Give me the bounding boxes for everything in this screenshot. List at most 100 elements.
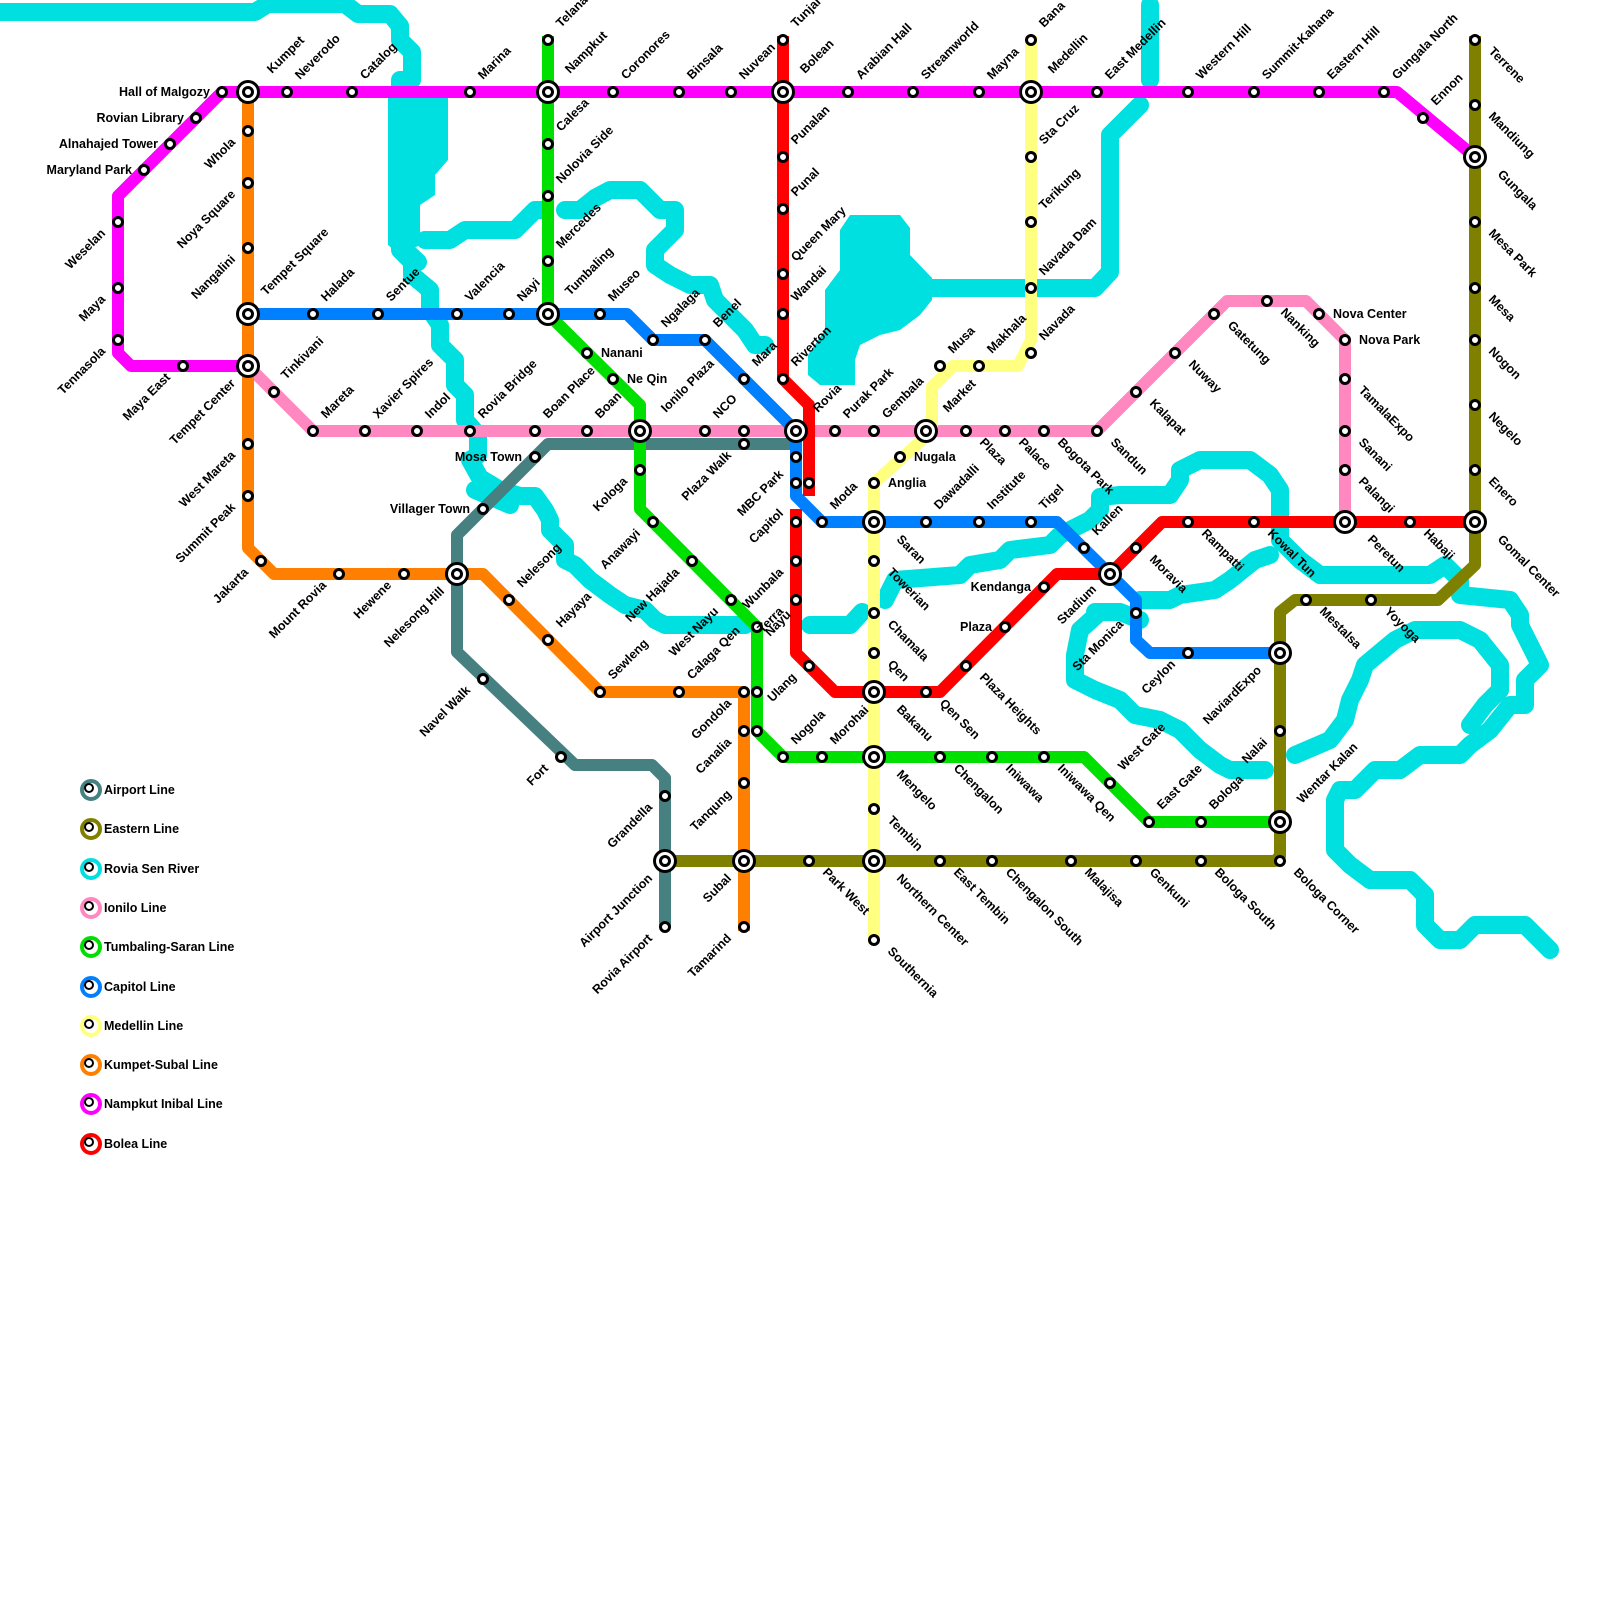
station-marker[interactable]: [268, 386, 280, 398]
station-marker[interactable]: [1025, 216, 1037, 228]
station-marker[interactable]: [999, 621, 1011, 633]
station-marker[interactable]: [960, 425, 972, 437]
interchange-station-marker[interactable]: [1268, 641, 1292, 665]
station-marker[interactable]: [738, 438, 750, 450]
station-marker[interactable]: [1195, 855, 1207, 867]
station-marker[interactable]: [751, 621, 763, 633]
station-marker[interactable]: [346, 86, 358, 98]
station-marker[interactable]: [1038, 751, 1050, 763]
station-marker[interactable]: [1143, 816, 1155, 828]
station-marker[interactable]: [372, 308, 384, 320]
station-marker[interactable]: [112, 216, 124, 228]
station-marker[interactable]: [790, 555, 802, 567]
station-marker[interactable]: [816, 751, 828, 763]
station-marker[interactable]: [1078, 542, 1090, 554]
station-marker[interactable]: [1182, 647, 1194, 659]
station-marker[interactable]: [242, 242, 254, 254]
station-marker[interactable]: [555, 751, 567, 763]
station-marker[interactable]: [1248, 516, 1260, 528]
station-marker[interactable]: [673, 86, 685, 98]
station-marker[interactable]: [986, 855, 998, 867]
station-marker[interactable]: [777, 373, 789, 385]
station-marker[interactable]: [790, 477, 802, 489]
station-marker[interactable]: [1404, 516, 1416, 528]
station-marker[interactable]: [581, 347, 593, 359]
station-marker[interactable]: [542, 190, 554, 202]
station-marker[interactable]: [307, 308, 319, 320]
station-marker[interactable]: [868, 647, 880, 659]
station-marker[interactable]: [842, 86, 854, 98]
station-marker[interactable]: [1248, 86, 1260, 98]
station-marker[interactable]: [1025, 151, 1037, 163]
station-marker[interactable]: [542, 255, 554, 267]
station-marker[interactable]: [1339, 464, 1351, 476]
station-marker[interactable]: [738, 373, 750, 385]
station-marker[interactable]: [1130, 542, 1142, 554]
station-marker[interactable]: [868, 803, 880, 815]
station-marker[interactable]: [790, 451, 802, 463]
station-marker[interactable]: [738, 777, 750, 789]
interchange-station-marker[interactable]: [771, 80, 795, 104]
station-marker[interactable]: [999, 425, 1011, 437]
interchange-station-marker[interactable]: [862, 510, 886, 534]
station-marker[interactable]: [1469, 99, 1481, 111]
station-marker[interactable]: [1469, 464, 1481, 476]
station-marker[interactable]: [177, 360, 189, 372]
station-marker[interactable]: [503, 308, 515, 320]
station-marker[interactable]: [673, 686, 685, 698]
station-marker[interactable]: [816, 516, 828, 528]
station-marker[interactable]: [477, 503, 489, 515]
interchange-station-marker[interactable]: [236, 302, 260, 326]
station-marker[interactable]: [503, 594, 515, 606]
station-marker[interactable]: [973, 516, 985, 528]
station-marker[interactable]: [359, 425, 371, 437]
station-marker[interactable]: [868, 607, 880, 619]
station-marker[interactable]: [647, 516, 659, 528]
station-marker[interactable]: [790, 516, 802, 528]
station-marker[interactable]: [1469, 282, 1481, 294]
station-marker[interactable]: [738, 921, 750, 933]
interchange-station-marker[interactable]: [628, 419, 652, 443]
station-marker[interactable]: [1339, 334, 1351, 346]
station-marker[interactable]: [164, 138, 176, 150]
station-marker[interactable]: [973, 86, 985, 98]
station-marker[interactable]: [1195, 816, 1207, 828]
station-marker[interactable]: [1378, 86, 1390, 98]
interchange-station-marker[interactable]: [1019, 80, 1043, 104]
station-marker[interactable]: [803, 477, 815, 489]
station-marker[interactable]: [986, 751, 998, 763]
station-marker[interactable]: [594, 686, 606, 698]
station-marker[interactable]: [829, 425, 841, 437]
station-marker[interactable]: [777, 308, 789, 320]
station-marker[interactable]: [477, 673, 489, 685]
station-marker[interactable]: [1065, 855, 1077, 867]
interchange-station-marker[interactable]: [914, 419, 938, 443]
station-marker[interactable]: [1469, 399, 1481, 411]
station-marker[interactable]: [242, 490, 254, 502]
station-marker[interactable]: [581, 425, 593, 437]
station-marker[interactable]: [529, 425, 541, 437]
station-marker[interactable]: [973, 360, 985, 372]
station-marker[interactable]: [542, 34, 554, 46]
station-marker[interactable]: [1469, 216, 1481, 228]
interchange-station-marker[interactable]: [653, 849, 677, 873]
station-marker[interactable]: [307, 425, 319, 437]
station-marker[interactable]: [1208, 308, 1220, 320]
station-marker[interactable]: [607, 373, 619, 385]
interchange-station-marker[interactable]: [732, 849, 756, 873]
station-marker[interactable]: [242, 125, 254, 137]
station-marker[interactable]: [112, 282, 124, 294]
station-marker[interactable]: [1339, 425, 1351, 437]
interchange-station-marker[interactable]: [1333, 510, 1357, 534]
station-marker[interactable]: [1417, 112, 1429, 124]
station-marker[interactable]: [1300, 594, 1312, 606]
station-marker[interactable]: [634, 464, 646, 476]
station-marker[interactable]: [777, 151, 789, 163]
station-marker[interactable]: [803, 660, 815, 672]
interchange-station-marker[interactable]: [236, 80, 260, 104]
station-marker[interactable]: [725, 86, 737, 98]
station-marker[interactable]: [1091, 86, 1103, 98]
station-marker[interactable]: [242, 177, 254, 189]
station-marker[interactable]: [686, 555, 698, 567]
interchange-station-marker[interactable]: [1463, 145, 1487, 169]
